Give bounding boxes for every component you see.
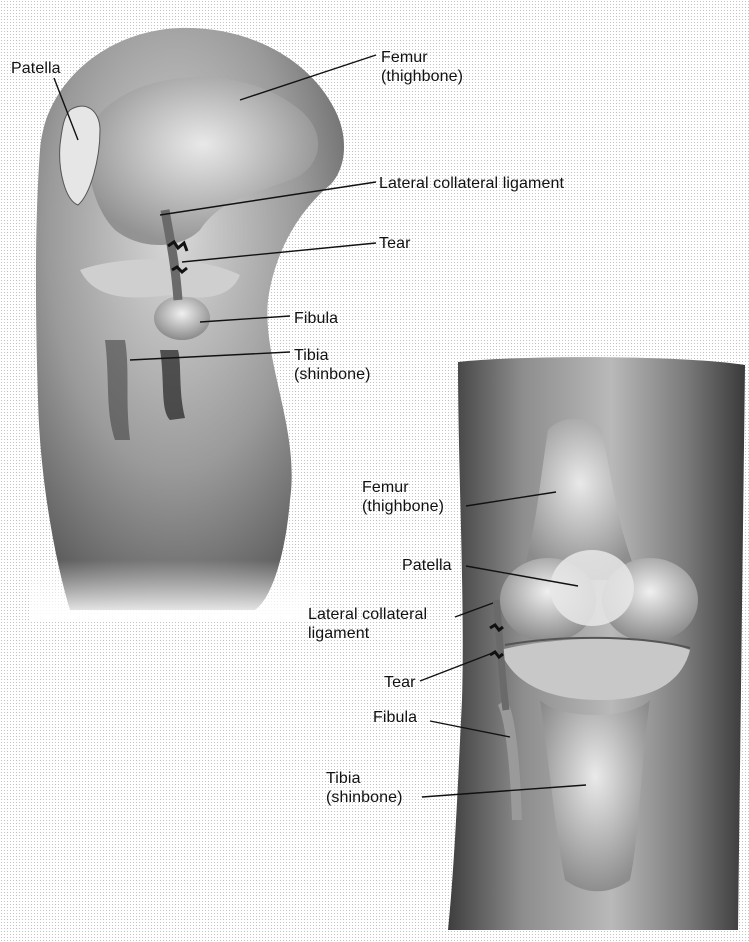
front-lcl-line2: ligament [308, 624, 427, 643]
front-lcl-label: Lateral collateral ligament [308, 605, 427, 643]
side-lcl-label: Lateral collateral ligament [379, 174, 564, 193]
front-fibula-label: Fibula [373, 708, 417, 727]
side-patella-label: Patella [11, 59, 61, 78]
front-tibia-common: (shinbone) [326, 788, 403, 807]
front-tibia-label: Tibia (shinbone) [326, 769, 403, 807]
side-tibia-common: (shinbone) [294, 365, 371, 384]
front-tear-text: Tear [384, 674, 416, 691]
side-femur-common: (thighbone) [381, 67, 463, 86]
side-tear-text: Tear [379, 235, 411, 252]
front-patella-label: Patella [402, 556, 452, 575]
side-lcl-text: Lateral collateral ligament [379, 175, 564, 192]
front-fibula-text: Fibula [373, 709, 417, 726]
front-tibia-name: Tibia [326, 769, 403, 788]
front-femur-label: Femur (thighbone) [362, 478, 444, 516]
side-tibia-name: Tibia [294, 346, 371, 365]
front-femur-name: Femur [362, 478, 444, 497]
side-femur-name: Femur [381, 48, 463, 67]
side-patella-text: Patella [11, 60, 61, 77]
front-femur-common: (thighbone) [362, 497, 444, 516]
front-patella-text: Patella [402, 557, 452, 574]
side-fibula-text: Fibula [294, 310, 338, 327]
front-lcl-line1: Lateral collateral [308, 605, 427, 624]
front-tear-label: Tear [384, 673, 416, 692]
side-tibia-label: Tibia (shinbone) [294, 346, 371, 384]
side-tear-label: Tear [379, 234, 411, 253]
side-fibula-label: Fibula [294, 309, 338, 328]
side-femur-label: Femur (thighbone) [381, 48, 463, 86]
front-view-knee [448, 357, 745, 930]
